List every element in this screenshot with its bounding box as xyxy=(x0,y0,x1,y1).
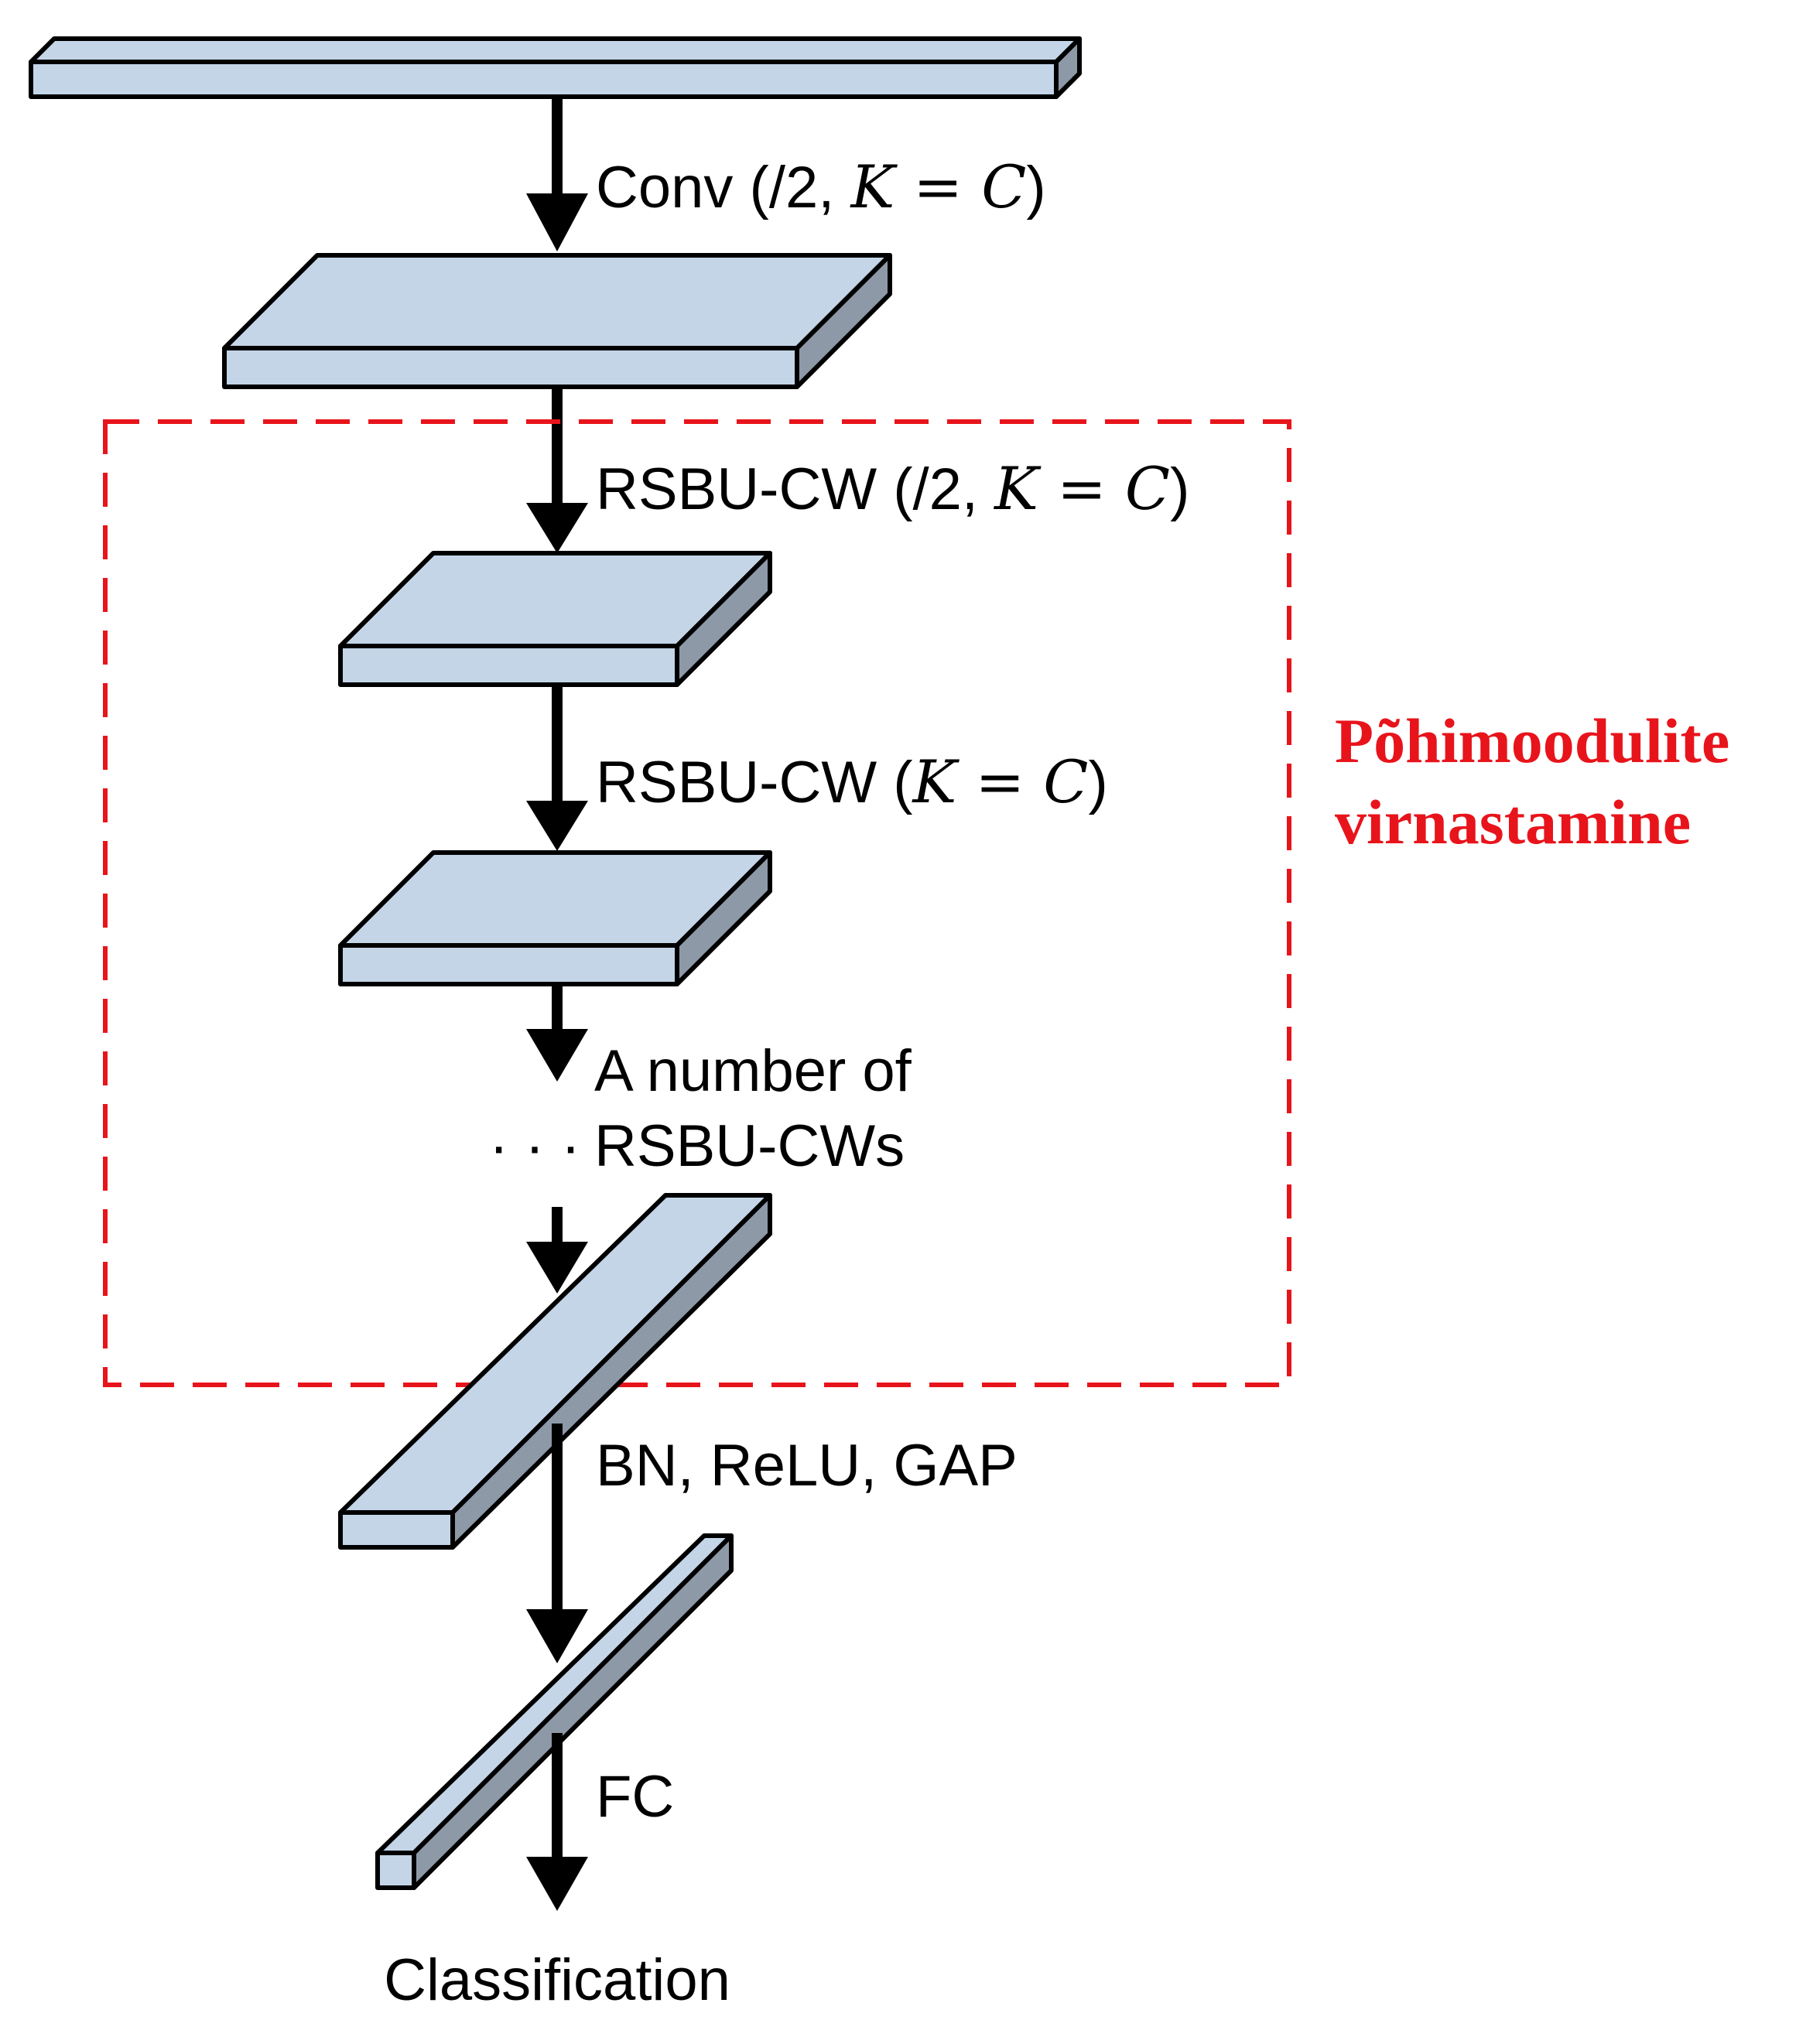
many-rsbu-label-line2: RSBU-CWs xyxy=(594,1113,905,1179)
arrow-rsbu-2 xyxy=(526,685,588,851)
arrow-fc xyxy=(526,1733,588,1911)
arrow-rsbu-1 xyxy=(526,387,588,553)
rsbu-cw-label: RSBU-CW (K = C) xyxy=(596,747,1108,816)
bn-relu-gap-label: BN, ReLU, GAP xyxy=(596,1433,1018,1499)
rsbu-block-2 xyxy=(338,850,772,986)
arrow-to-final-block xyxy=(526,1207,588,1294)
fc-block xyxy=(375,1533,734,1890)
fc-label: FC xyxy=(596,1764,674,1830)
final-rsbu-block xyxy=(338,1193,772,1550)
side-note-line1: Põhimoodulite xyxy=(1335,706,1729,776)
side-note-line2: virnastamine xyxy=(1335,787,1691,857)
rsbu-cw-downsample-label: RSBU-CW (/2, K = C) xyxy=(596,454,1189,523)
arrow-conv xyxy=(526,97,588,251)
conv-label: Conv (/2, K = C) xyxy=(596,152,1046,221)
rsbu-block-1 xyxy=(338,551,772,687)
input-block xyxy=(29,36,1082,99)
arrow-bn-relu-gap xyxy=(526,1424,588,1663)
ellipsis: · · · xyxy=(489,1113,580,1179)
conv-output-block xyxy=(222,253,892,389)
many-rsbu-label-line1: A number of xyxy=(594,1038,912,1104)
classification-label: Classification xyxy=(384,1947,730,2013)
arrow-many-rsbu xyxy=(526,984,588,1082)
stacking-highlight-box xyxy=(103,419,1291,1387)
